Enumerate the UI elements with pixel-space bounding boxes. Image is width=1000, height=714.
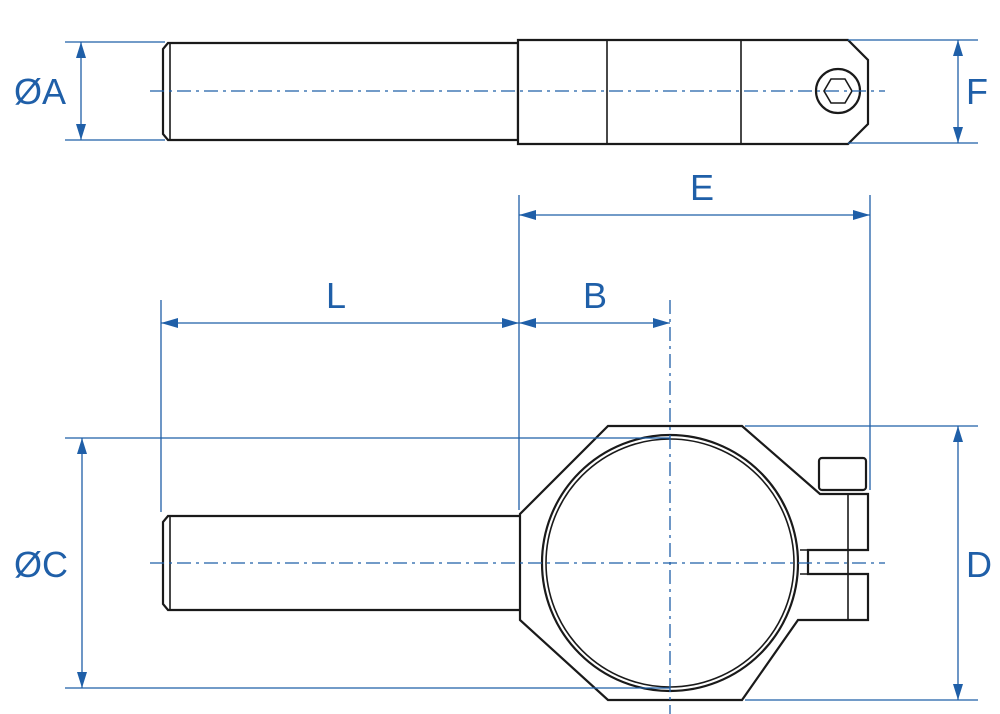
label-dia-c: ØC	[14, 544, 68, 585]
label-e: E	[690, 167, 714, 208]
top-view	[150, 38, 885, 146]
label-l: L	[326, 275, 346, 316]
front-view	[150, 300, 885, 714]
dimension-b: B	[519, 275, 670, 328]
label-f: F	[966, 71, 988, 112]
clamp-screw-head	[817, 456, 868, 492]
label-d: D	[966, 544, 992, 585]
dimension-d: D	[745, 425, 992, 701]
dimension-f: F	[848, 39, 988, 144]
label-b: B	[583, 275, 607, 316]
dimension-dia-a: ØA	[14, 41, 165, 141]
label-dia-a: ØA	[14, 71, 66, 112]
dimension-dia-c: ØC	[14, 437, 670, 689]
dimension-e: E	[518, 167, 871, 510]
dimension-l: L	[160, 275, 519, 512]
